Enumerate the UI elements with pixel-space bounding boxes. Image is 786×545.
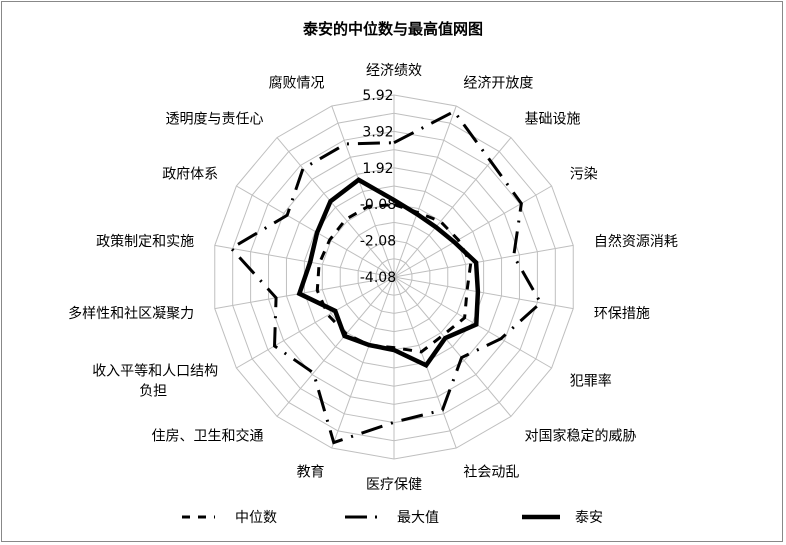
tick-label: -0.08	[360, 197, 396, 213]
tick-label: 5.92	[362, 88, 393, 104]
axis-line	[393, 185, 552, 278]
tick-label: -2.08	[360, 234, 396, 250]
axis-label: 污染	[570, 167, 598, 183]
axis-line	[214, 276, 395, 310]
axis-label: 住房、卫生和交通	[152, 428, 264, 445]
axis-line	[331, 276, 395, 449]
tick-label: 3.92	[362, 124, 393, 140]
axis-line	[331, 105, 395, 278]
axis-line	[276, 276, 395, 417]
axis-label: 透明度与责任心	[166, 111, 264, 127]
axis-line	[393, 276, 552, 369]
axis-label: 收入平等和人口结构	[92, 363, 218, 380]
axis-label: 基础设施	[524, 110, 580, 127]
axis-label: 政策制定和实施	[96, 233, 194, 250]
axis-label: 经济开放度	[463, 75, 533, 91]
series-group	[228, 109, 543, 445]
axis-label: 负担	[139, 384, 167, 400]
axis-label: 环保措施	[594, 306, 650, 322]
tick-label: 1.92	[362, 161, 393, 177]
tick-labels: -4.08 -2.08 -0.08 1.92 3.92 5.92	[360, 88, 396, 286]
tick-label: -4.08	[360, 270, 396, 286]
legend-item-taian: 泰安	[522, 510, 603, 526]
axis-label: 医疗保健	[366, 477, 422, 493]
legend-label-taian: 泰安	[575, 510, 603, 526]
legend-item-median: 中位数	[182, 510, 277, 526]
legend: 中位数 最大值 泰安	[182, 510, 603, 526]
axis-label: 腐败情况	[269, 74, 325, 91]
series-median-line	[315, 203, 473, 354]
axis-line	[214, 244, 395, 278]
axis-line	[393, 276, 512, 417]
axis-line	[236, 276, 395, 369]
axis-label: 社会动乱	[463, 465, 519, 481]
series-max-line	[228, 109, 543, 445]
legend-label-max: 最大值	[397, 510, 439, 526]
axis-line	[393, 105, 457, 278]
axis-labels: 经济绩效经济开放度基础设施污染自然资源消耗环保措施犯罪率对国家稳定的威胁社会动乱…	[68, 63, 678, 493]
chart-title: 泰安的中位数与最高值网图	[302, 20, 483, 38]
axis-label: 多样性和社区凝聚力	[68, 305, 194, 322]
axis-line	[393, 276, 574, 310]
legend-item-max: 最大值	[345, 510, 439, 526]
axis-label: 自然资源消耗	[594, 233, 678, 250]
axis-label: 经济绩效	[366, 63, 422, 79]
legend-label-median: 中位数	[235, 510, 277, 526]
axis-label: 犯罪率	[570, 373, 612, 390]
axis-label: 政府体系	[162, 167, 218, 183]
axis-line	[276, 137, 395, 278]
axis-line	[393, 244, 574, 278]
axis-label: 对国家稳定的威胁	[524, 428, 636, 445]
axis-label: 教育	[297, 465, 325, 481]
series-taian-line	[296, 177, 481, 369]
